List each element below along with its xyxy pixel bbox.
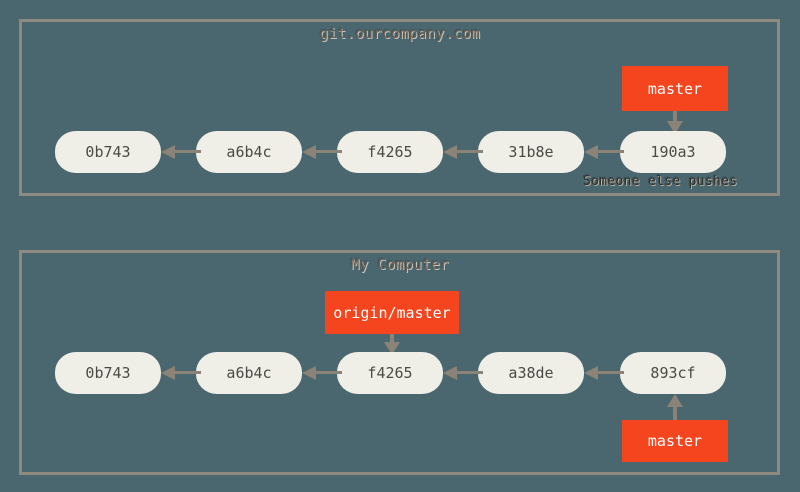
arrow-parent-link — [302, 145, 342, 159]
arrow-shaft — [673, 405, 677, 421]
ref-label-local-master[interactable]: master — [622, 420, 728, 462]
commit-node[interactable]: f4265 — [337, 352, 443, 394]
arrow-head — [667, 394, 683, 407]
ref-label-origin-master[interactable]: origin/master — [325, 291, 459, 334]
arrow-head — [384, 342, 400, 355]
panel-remote-title: git.ourcompany.com — [319, 26, 481, 42]
arrow-head — [302, 366, 316, 380]
arrow-head — [161, 145, 175, 159]
arrow-shaft — [171, 371, 201, 374]
arrow-parent-link — [584, 366, 624, 380]
arrow-shaft — [390, 334, 394, 344]
arrow-shaft — [594, 150, 624, 153]
commit-node[interactable]: 0b743 — [55, 131, 161, 173]
commit-node[interactable]: 190a3 — [620, 131, 726, 173]
commit-node[interactable]: a38de — [478, 352, 584, 394]
arrow-parent-link — [302, 366, 342, 380]
arrow-head — [443, 366, 457, 380]
panel-remote-repository — [19, 19, 780, 196]
panel-local-title: My Computer — [350, 257, 450, 273]
arrow-shaft — [171, 150, 201, 153]
commit-node[interactable]: 31b8e — [478, 131, 584, 173]
arrow-shaft — [453, 371, 483, 374]
arrow-parent-link — [443, 366, 483, 380]
arrow-parent-link — [584, 145, 624, 159]
arrow-head — [161, 366, 175, 380]
arrow-parent-link — [443, 145, 483, 159]
commit-node[interactable]: a6b4c — [196, 131, 302, 173]
commit-node[interactable]: a6b4c — [196, 352, 302, 394]
arrow-shaft — [312, 371, 342, 374]
arrow-origin-master-to-f4265 — [384, 334, 400, 355]
commit-node[interactable]: 893cf — [620, 352, 726, 394]
arrow-local-master-to-893cf — [667, 394, 683, 421]
arrow-head — [443, 145, 457, 159]
arrow-parent-link — [161, 366, 201, 380]
arrow-parent-link — [161, 145, 201, 159]
ref-label-remote-master[interactable]: master — [622, 66, 728, 111]
arrow-shaft — [312, 150, 342, 153]
commit-node[interactable]: f4265 — [337, 131, 443, 173]
arrow-shaft — [453, 150, 483, 153]
annotation-someone-else-pushes: Someone else pushes — [583, 174, 738, 189]
arrow-head — [584, 366, 598, 380]
panel-local-repository — [19, 250, 780, 475]
arrow-head — [584, 145, 598, 159]
commit-node[interactable]: 0b743 — [55, 352, 161, 394]
arrow-remote-master-to-190a3 — [667, 111, 683, 134]
arrow-head — [302, 145, 316, 159]
arrow-shaft — [594, 371, 624, 374]
arrow-shaft — [673, 111, 677, 123]
arrow-head — [667, 121, 683, 134]
